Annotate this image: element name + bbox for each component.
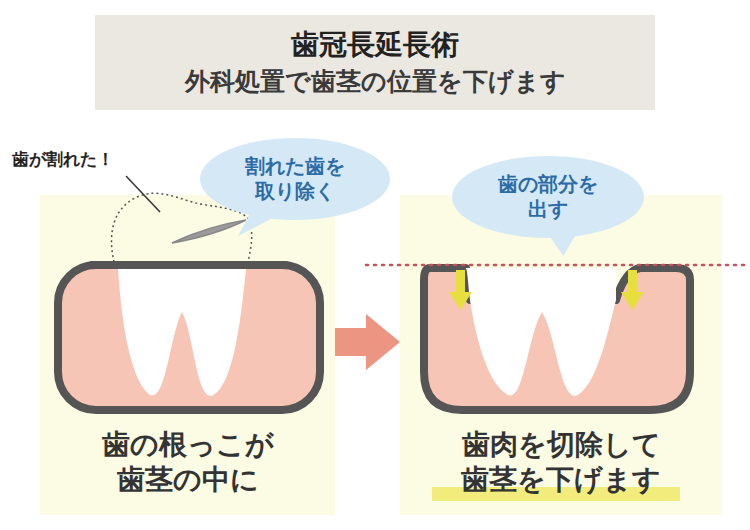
tooth-root xyxy=(470,300,616,396)
tooth-root xyxy=(118,269,246,396)
bubble-tail xyxy=(238,208,280,236)
callout-label: 歯が割れた！ xyxy=(12,148,114,171)
panel-ground xyxy=(400,195,722,515)
bubble-tail xyxy=(548,230,579,256)
caption-text: 歯肉を切除して 歯茎を下げます xyxy=(456,427,666,497)
down-arrow xyxy=(449,270,644,310)
tooth-crown xyxy=(466,268,616,300)
leader-line xyxy=(126,176,160,212)
speech-bubble: 歯の部分を 出す xyxy=(452,156,644,238)
title-box: 歯冠長延長術外科処置で歯茎の位置を下げます xyxy=(95,15,655,110)
panel-ground xyxy=(40,195,335,515)
bubble-body xyxy=(452,156,644,238)
crack xyxy=(172,220,246,243)
bubble-text: 歯の部分を 出す xyxy=(484,172,612,222)
gum-line xyxy=(92,261,286,269)
speech-bubble: 割れた歯を 取り除く xyxy=(200,138,390,220)
panel: 歯の根っこが 歯茎の中に xyxy=(40,195,335,515)
former-gum-line xyxy=(366,264,748,267)
subtitle-text: 外科処置で歯茎の位置を下げます xyxy=(185,66,566,97)
caption-text: 歯の根っこが 歯茎の中に xyxy=(93,427,283,497)
title-text: 歯冠長延長術 xyxy=(291,27,459,62)
bubble-body xyxy=(200,138,390,220)
gum xyxy=(424,268,690,410)
bubble-text: 割れた歯を 取り除く xyxy=(231,154,359,204)
gum xyxy=(58,265,320,410)
flow-arrow xyxy=(335,328,370,356)
